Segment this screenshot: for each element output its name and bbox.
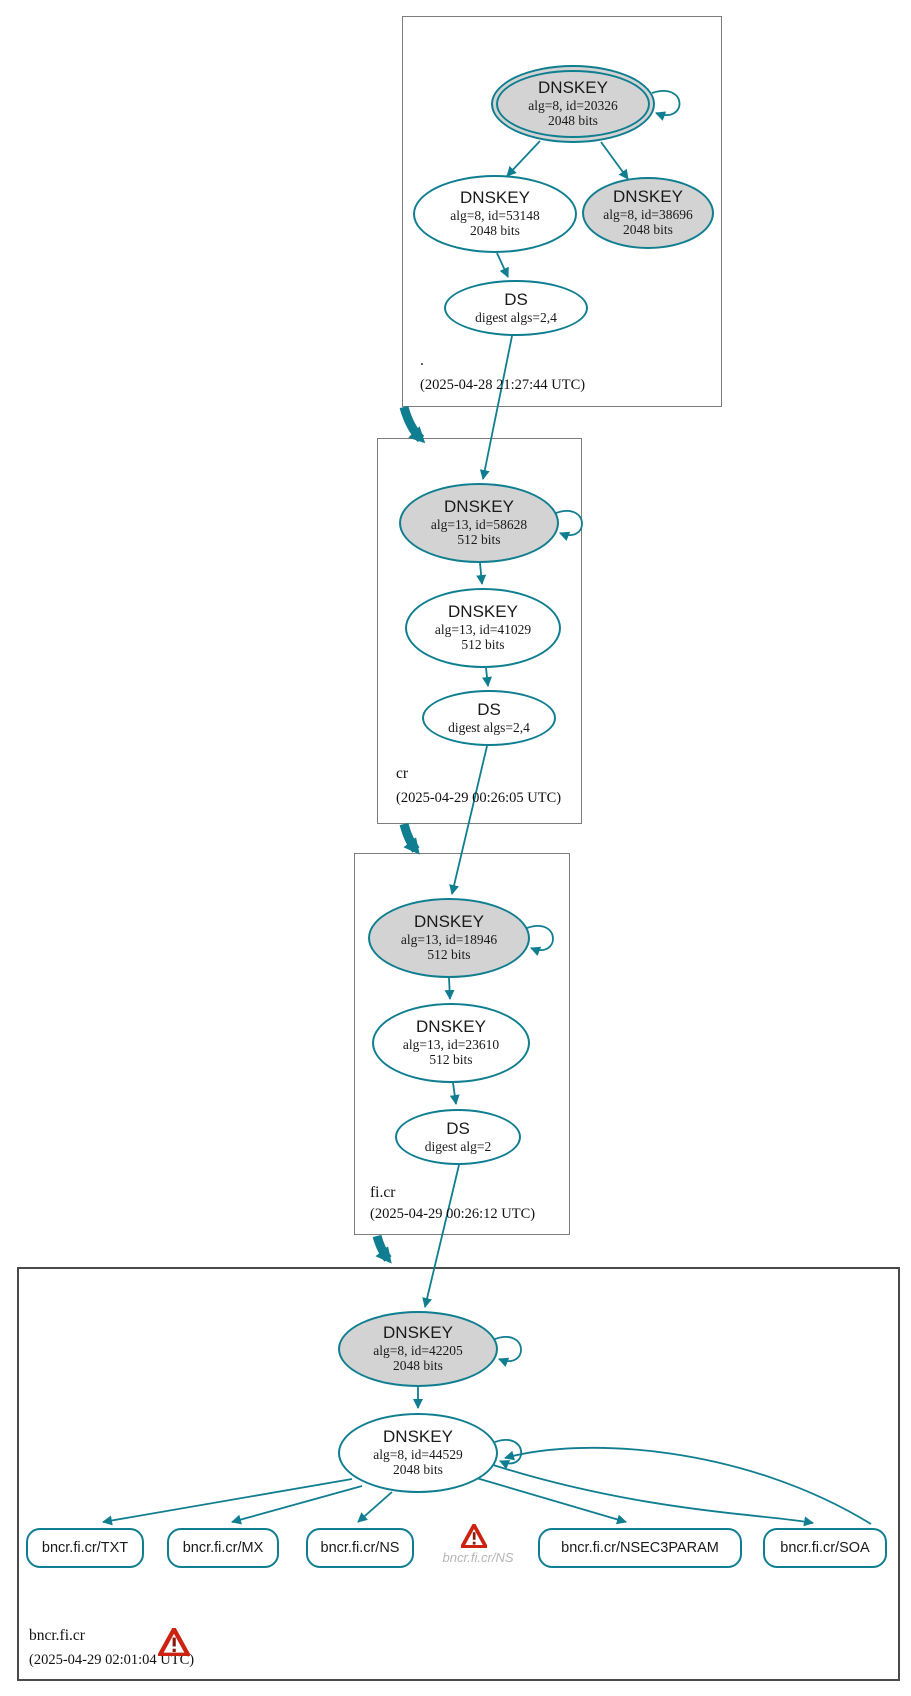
zone-label-cr: cr (396, 765, 409, 782)
node-bits: 2048 bits (623, 222, 673, 238)
zone-label-root: . (420, 352, 424, 369)
node-title: DS (504, 289, 528, 309)
dnskey-node-53148[interactable]: DNSKEY alg=8, id=53148 2048 bits (413, 175, 577, 253)
node-detail: alg=8, id=42205 (373, 1342, 463, 1358)
dnskey-node-44529[interactable]: DNSKEY alg=8, id=44529 2048 bits (338, 1413, 498, 1493)
zone-label-ficr: fi.cr (370, 1184, 396, 1201)
rrset-ns[interactable]: bncr.fi.cr/NS (306, 1528, 414, 1568)
node-title: DNSKEY (613, 187, 683, 207)
node-detail: alg=8, id=44529 (373, 1446, 463, 1462)
node-bits: 512 bits (457, 532, 501, 548)
node-detail: alg=13, id=58628 (430, 516, 528, 532)
node-detail: alg=13, id=18946 (400, 931, 498, 947)
node-bits: 2048 bits (393, 1462, 443, 1478)
node-title: DNSKEY (383, 1323, 453, 1343)
node-bits: 512 bits (427, 947, 471, 963)
node-title: DNSKEY (383, 1427, 453, 1447)
node-detail: alg=8, id=38696 (603, 206, 693, 222)
dnskey-node-18946[interactable]: DNSKEY alg=13, id=18946 512 bits (368, 898, 530, 978)
ds-node-cr[interactable]: DS digest algs=2,4 (422, 690, 556, 746)
zone-box-cr (377, 438, 582, 824)
ds-node-root[interactable]: DS digest algs=2,4 (444, 280, 588, 336)
zone-label-bncrficr: bncr.fi.cr (29, 1627, 85, 1644)
node-bits: 2048 bits (470, 223, 520, 239)
zone-box-bncrficr (17, 1267, 900, 1681)
node-detail: alg=8, id=53148 (450, 207, 540, 223)
node-title: DNSKEY (448, 602, 518, 622)
node-title: DNSKEY (444, 497, 514, 517)
zone-box-root (402, 16, 722, 407)
node-detail: digest algs=2,4 (448, 719, 530, 735)
node-title: DNSKEY (414, 912, 484, 932)
dnskey-node-20326[interactable]: DNSKEY alg=8, id=20326 2048 bits (491, 65, 655, 143)
node-bits: 2048 bits (393, 1358, 443, 1374)
dnskey-node-42205[interactable]: DNSKEY alg=8, id=42205 2048 bits (338, 1311, 498, 1387)
node-title: DNSKEY (538, 78, 608, 98)
rrset-txt[interactable]: bncr.fi.cr/TXT (26, 1528, 144, 1568)
node-bits: 512 bits (461, 637, 505, 653)
node-title: DNSKEY (460, 188, 530, 208)
node-detail: alg=13, id=41029 (434, 621, 532, 637)
warning-icon[interactable] (158, 1628, 190, 1656)
warning-icon[interactable] (461, 1524, 487, 1548)
dnskey-node-23610[interactable]: DNSKEY alg=13, id=23610 512 bits (372, 1003, 530, 1083)
zone-timestamp-ficr: (2025-04-29 00:26:12 UTC) (370, 1206, 536, 1222)
dnskey-node-58628[interactable]: DNSKEY alg=13, id=58628 512 bits (399, 483, 559, 563)
ds-node-ficr[interactable]: DS digest alg=2 (395, 1109, 521, 1165)
zone-timestamp-cr: (2025-04-29 00:26:05 UTC) (396, 790, 562, 806)
rrset-nsec3param[interactable]: bncr.fi.cr/NSEC3PARAM (538, 1528, 742, 1568)
rrset-soa[interactable]: bncr.fi.cr/SOA (763, 1528, 887, 1568)
node-title: DS (477, 699, 501, 719)
node-bits: 2048 bits (548, 113, 598, 129)
node-detail: digest alg=2 (424, 1138, 492, 1154)
dnskey-node-41029[interactable]: DNSKEY alg=13, id=41029 512 bits (405, 588, 561, 668)
node-bits: 512 bits (429, 1052, 473, 1068)
dnskey-node-38696[interactable]: DNSKEY alg=8, id=38696 2048 bits (582, 177, 714, 249)
node-detail: alg=8, id=20326 (528, 97, 618, 113)
node-title: DS (446, 1118, 470, 1138)
node-title: DNSKEY (416, 1017, 486, 1037)
rrset-ns-ghost[interactable]: bncr.fi.cr/NS (442, 1550, 514, 1565)
zone-timestamp-root: (2025-04-28 21:27:44 UTC) (420, 377, 586, 393)
rrset-mx[interactable]: bncr.fi.cr/MX (167, 1528, 279, 1568)
zone-timestamp-bncrficr: (2025-04-29 02:01:04 UTC) (29, 1652, 195, 1668)
node-detail: alg=13, id=23610 (402, 1036, 500, 1052)
node-detail: digest algs=2,4 (475, 309, 557, 325)
